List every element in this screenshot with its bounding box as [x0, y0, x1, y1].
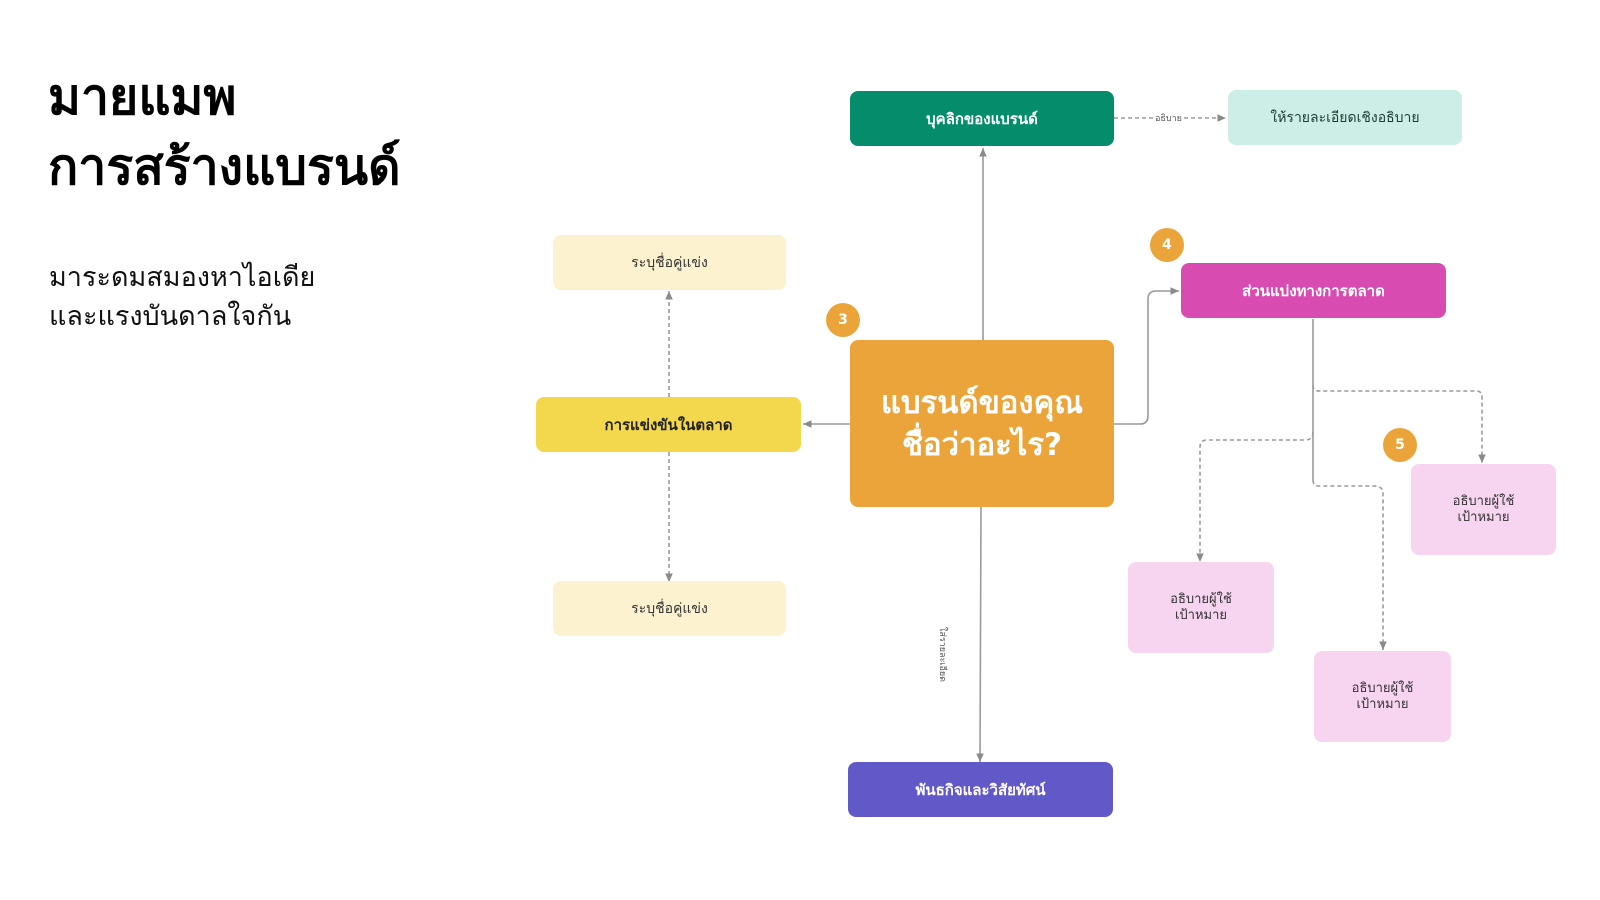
- node-target-user-3[interactable]: อธิบายผู้ใช้ เป้าหมาย: [1411, 464, 1556, 555]
- node-brand-personality-label: บุคลิกของแบรนด์: [926, 109, 1038, 128]
- edge-center-mission: [976, 506, 984, 763]
- page-title: มายแมพ การสร้างแบรนด์: [48, 62, 401, 202]
- node-target-user-3-line-2: เป้าหมาย: [1457, 509, 1510, 525]
- edge-segmentation-target-1: [1196, 431, 1314, 562]
- node-target-user-1[interactable]: อธิบายผู้ใช้ เป้าหมาย: [1128, 562, 1274, 653]
- node-competitor-bottom-label: ระบุชื่อคู่แข่ง: [631, 600, 708, 617]
- step-badge-4: 4: [1150, 228, 1184, 262]
- edge-segmentation-target-3: [1312, 384, 1486, 463]
- node-mission-vision-label: พันธกิจและวิสัยทัศน์: [915, 780, 1046, 799]
- subtitle-line-1: มาระดมสมองหาไอเดีย: [49, 262, 316, 293]
- node-central-line-2: ชื่อว่าอะไร?: [902, 426, 1062, 463]
- node-market-competition[interactable]: การแข่งขันในตลาด: [536, 397, 801, 452]
- node-brand-personality[interactable]: บุคลิกของแบรนด์: [850, 91, 1114, 146]
- node-mission-vision[interactable]: พันธกิจและวิสัยทัศน์: [848, 762, 1113, 817]
- subtitle-line-2: และแรงบันดาลใจกัน: [49, 301, 292, 332]
- node-target-user-1-line-2: เป้าหมาย: [1174, 607, 1228, 623]
- node-target-user-2-line-2: เป้าหมาย: [1356, 696, 1409, 712]
- node-target-user-2-line-1: อธิบายผู้ใช้: [1351, 680, 1414, 696]
- node-personality-detail[interactable]: ให้รายละเอียดเชิงอธิบาย: [1228, 90, 1462, 145]
- title-line-2: การสร้างแบรนด์: [48, 138, 401, 196]
- node-central-line-1: แบรนด์ของคุณ: [880, 384, 1084, 421]
- node-competitor-bottom[interactable]: ระบุชื่อคู่แข่ง: [553, 581, 786, 636]
- edge-segmentation-target-2: [1312, 479, 1387, 650]
- edge-label-detail: ใส่รายละเอียด: [936, 625, 950, 684]
- node-target-user-2[interactable]: อธิบายผู้ใช้ เป้าหมาย: [1314, 651, 1451, 742]
- title-line-1: มายแมพ: [48, 68, 237, 126]
- node-market-segmentation[interactable]: ส่วนแบ่งทางการตลาด: [1181, 263, 1446, 318]
- edge-center-segmentation: [1114, 287, 1179, 425]
- page-subtitle: มาระดมสมองหาไอเดีย และแรงบันดาลใจกัน: [49, 258, 315, 336]
- node-target-user-1-line-1: อธิบายผู้ใช้: [1170, 591, 1232, 607]
- node-competitor-top-label: ระบุชื่อคู่แข่ง: [631, 254, 708, 271]
- edge-label-describe: อธิบาย: [1153, 111, 1184, 125]
- node-personality-detail-label: ให้รายละเอียดเชิงอธิบาย: [1270, 109, 1420, 126]
- node-market-competition-label: การแข่งขันในตลาด: [604, 415, 733, 434]
- step-badge-5: 5: [1383, 428, 1417, 462]
- step-badge-3: 3: [826, 303, 860, 337]
- node-market-segmentation-label: ส่วนแบ่งทางการตลาด: [1242, 281, 1385, 300]
- node-target-user-3-line-1: อธิบายผู้ใช้: [1452, 493, 1515, 509]
- node-central-brand[interactable]: แบรนด์ของคุณ ชื่อว่าอะไร?: [850, 340, 1114, 507]
- node-competitor-top[interactable]: ระบุชื่อคู่แข่ง: [553, 235, 786, 290]
